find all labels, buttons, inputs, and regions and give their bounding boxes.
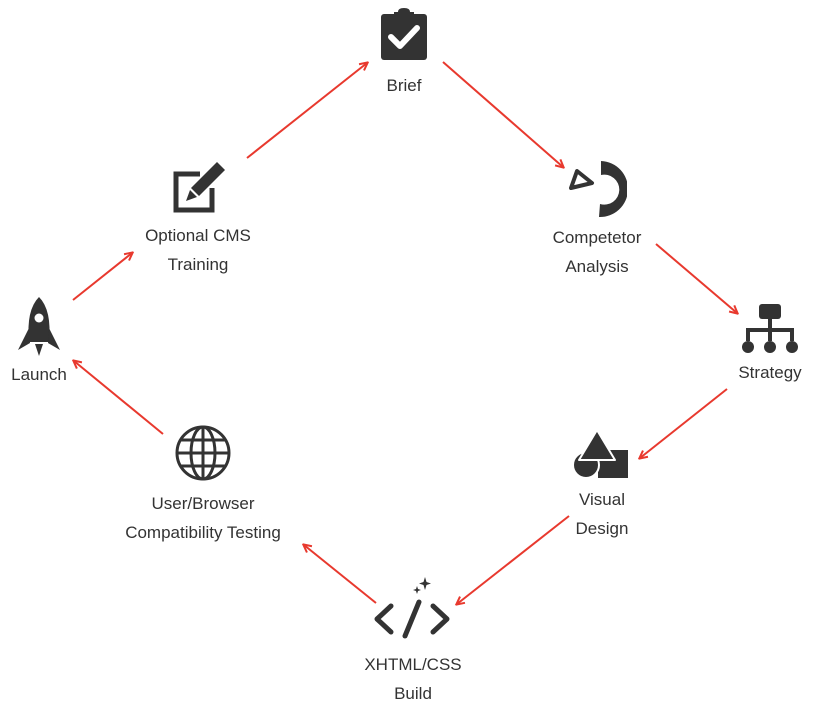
- node-launch: Launch: [0, 296, 78, 389]
- node-xhtml-css-build: XHTML/CSS Build: [346, 576, 480, 708]
- arrow-visual-to-build: [457, 515, 570, 604]
- node-brief-label: Brief: [354, 71, 454, 100]
- node-launch-label: Launch: [0, 360, 78, 389]
- node-launch-line-1: Launch: [11, 365, 67, 384]
- arrow-testing-to-launch: [74, 361, 164, 435]
- node-competitor-analysis: Competetor Analysis: [522, 160, 672, 281]
- node-cms-training: Optional CMS Training: [128, 160, 268, 279]
- node-training-label: Optional CMS Training: [128, 221, 268, 279]
- node-compatibility-testing: User/Browser Compatibility Testing: [103, 424, 303, 547]
- globe-icon: [175, 425, 231, 481]
- node-build-line-2: Build: [394, 684, 432, 703]
- arrow-brief-to-competitor: [442, 61, 563, 167]
- shapes-icon: [572, 429, 628, 479]
- node-strategy: Strategy: [722, 303, 818, 387]
- node-training-line-2: Training: [167, 255, 229, 274]
- node-strategy-line-1: Strategy: [738, 363, 802, 382]
- node-visual-design: Visual Design: [547, 428, 657, 543]
- node-testing-label: User/Browser Compatibility Testing: [103, 489, 303, 547]
- node-visual-line-2: Design: [575, 519, 629, 538]
- arrow-strategy-to-visual: [640, 388, 728, 458]
- node-testing-line-2: Compatibility Testing: [125, 523, 281, 542]
- pie-chart-icon: [569, 161, 627, 218]
- clipboard-check-icon: [381, 8, 427, 60]
- arrow-training-to-brief: [246, 63, 367, 159]
- node-build-line-1: XHTML/CSS: [364, 655, 462, 674]
- node-visual-line-1: Visual: [579, 490, 625, 509]
- node-competitor-label: Competetor Analysis: [522, 223, 672, 281]
- node-strategy-label: Strategy: [722, 358, 818, 387]
- node-training-line-1: Optional CMS: [145, 226, 251, 245]
- edit-icon: [173, 162, 225, 213]
- node-build-label: XHTML/CSS Build: [346, 650, 480, 708]
- node-visual-label: Visual Design: [547, 485, 657, 543]
- node-testing-line-1: User/Browser: [151, 494, 255, 513]
- arrow-build-to-testing: [304, 545, 377, 604]
- sitemap-icon: [742, 304, 798, 353]
- node-competitor-line-1: Competetor: [552, 228, 642, 247]
- arrow-launch-to-training: [72, 253, 132, 301]
- code-icon: [374, 577, 450, 639]
- node-brief-line-1: Brief: [386, 76, 422, 95]
- arrow-competitor-to-strategy: [655, 243, 737, 313]
- rocket-icon: [18, 297, 60, 356]
- node-competitor-line-2: Analysis: [565, 257, 629, 276]
- node-brief: Brief: [354, 8, 454, 100]
